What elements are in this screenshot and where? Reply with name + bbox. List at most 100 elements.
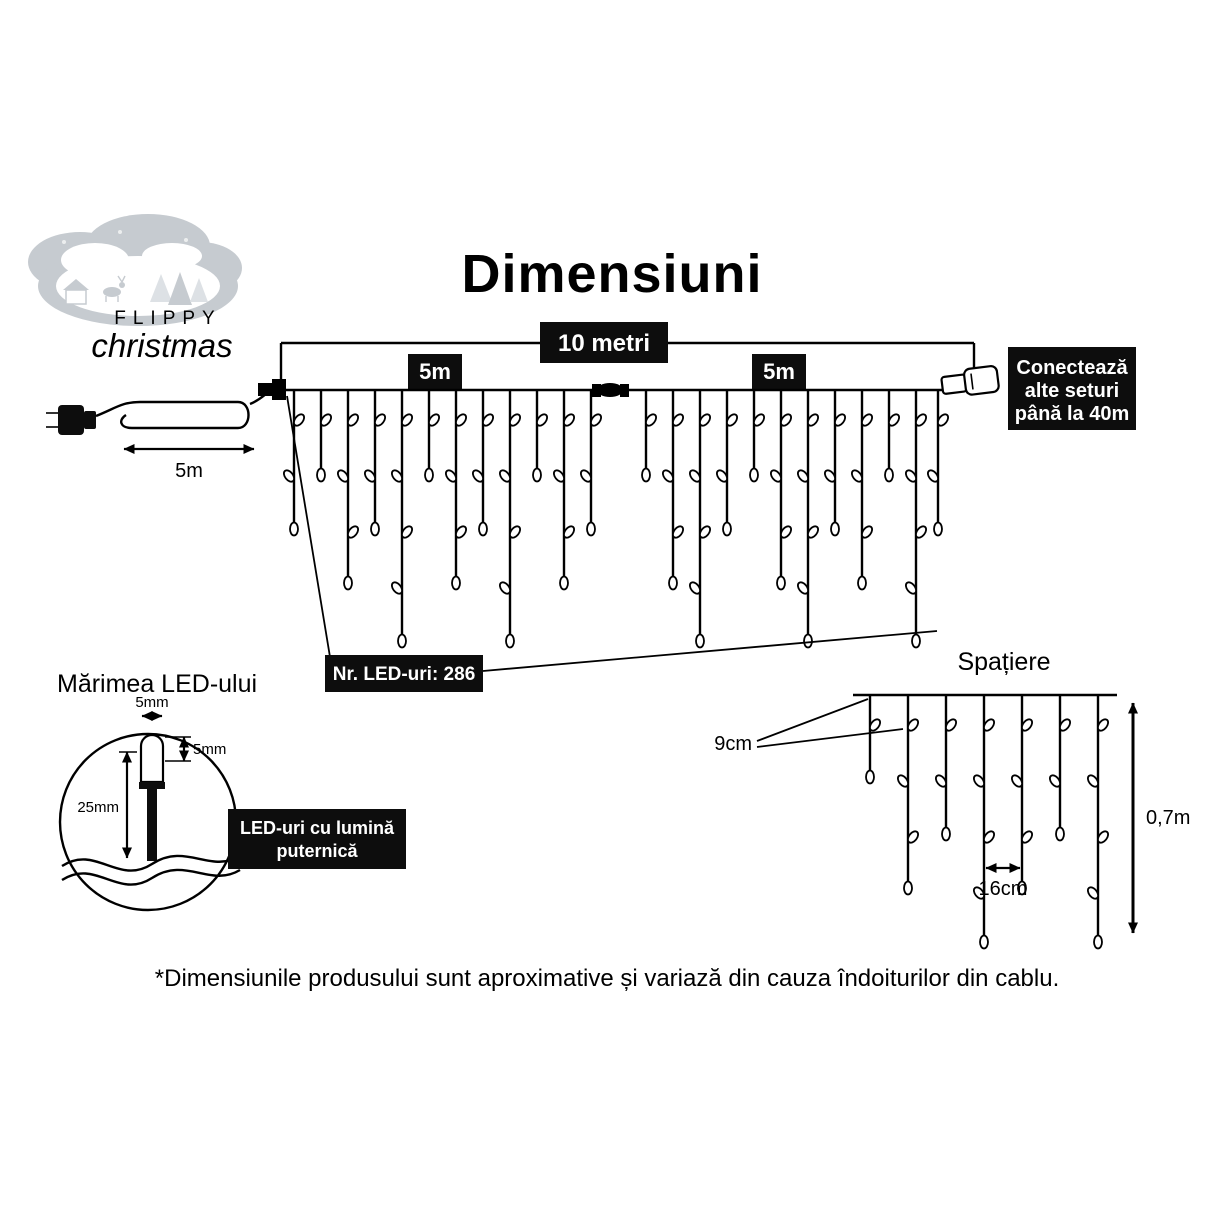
right-half-box	[752, 354, 806, 389]
length-bracket: 10 metri 5m 5m	[279, 322, 976, 389]
twisted-wire	[61, 868, 241, 886]
connect-box	[1008, 347, 1136, 430]
mid-connector-icon	[597, 383, 623, 397]
total-length-box	[540, 322, 668, 363]
led-feature-line2: puternică	[276, 841, 358, 861]
brand-logo: FLIPPY christmas	[28, 214, 242, 364]
tree-icon	[168, 272, 192, 305]
led-bulb-icon	[662, 469, 674, 483]
led-bulb-icon	[699, 525, 711, 539]
height-label: 0,7m	[1146, 807, 1190, 829]
led-bulb-icon	[641, 467, 651, 483]
led-bulb-icon	[695, 633, 705, 649]
led-bulb-icon	[472, 469, 484, 483]
led-height-label: 25mm	[77, 799, 119, 816]
led-bulb-icon	[807, 413, 819, 427]
led-bulb-icon	[830, 521, 840, 537]
led-bulb-icon	[780, 525, 792, 539]
plug-icon	[84, 411, 96, 429]
led-bulb-icon	[807, 525, 819, 539]
led-bulb-icon	[374, 413, 386, 427]
spacing-detail: Spațiere 9cm 16cm 0,7m	[714, 648, 1190, 950]
right-half-label: 5m	[763, 359, 795, 384]
led-bulb-icon	[1011, 774, 1023, 788]
tree-icon	[190, 278, 208, 302]
led-count: Nr. LED-uri: 286	[286, 395, 938, 692]
connect-box-line2: alte seturi	[1025, 380, 1119, 402]
led-bulb-icon	[884, 467, 894, 483]
led-bulb-icon	[905, 469, 917, 483]
led-bulb-icon	[905, 581, 917, 595]
led-bulb-icon	[861, 525, 873, 539]
coupler-icon	[963, 365, 1000, 396]
led-bulb-icon	[364, 469, 376, 483]
led-bulb-icon	[586, 521, 596, 537]
led-bulb-icon	[927, 469, 939, 483]
led-bulb-icon	[391, 469, 403, 483]
led-bulb-icon	[1021, 830, 1033, 844]
led-bulb-icon	[563, 413, 575, 427]
led-bulb-icon	[401, 413, 413, 427]
led-bulb-icon	[897, 774, 909, 788]
led-bulb-icon	[865, 769, 875, 785]
led-bulb-icon	[983, 830, 995, 844]
led-bulb-icon	[689, 469, 701, 483]
led-bulb-icon	[1097, 718, 1109, 732]
led-size-title: Mărimea LED-ului	[57, 670, 257, 698]
led-bulb-icon	[973, 886, 985, 900]
led-bulb-icon	[689, 581, 701, 595]
led-bulb-icon	[780, 413, 792, 427]
power-lead: 5m	[46, 390, 271, 482]
plug-icon	[58, 405, 84, 435]
led-bulb-icon	[347, 413, 359, 427]
mid-connector-icon	[592, 384, 601, 397]
led-bulb-icon	[834, 413, 846, 427]
led-bulb-icon	[451, 575, 461, 591]
led-stem	[147, 789, 157, 861]
led-base	[139, 782, 165, 789]
led-bulb-icon	[289, 521, 299, 537]
led-bulb-icon	[499, 469, 511, 483]
led-bulb-icon	[1059, 718, 1071, 732]
led-bulb-icon	[1093, 934, 1103, 950]
led-bulb-icon	[283, 469, 295, 483]
total-length-label: 10 metri	[558, 330, 650, 357]
led-bulb-icon	[347, 525, 359, 539]
led-bulb-icon	[370, 521, 380, 537]
led-bulb-icon	[869, 718, 881, 732]
led-bulb-icon	[428, 413, 440, 427]
led-bulb-icon	[903, 880, 913, 896]
led-bulb-icon	[139, 733, 165, 784]
led-bulb-icon	[293, 413, 305, 427]
led-feature-box	[228, 809, 406, 869]
led-bulb-icon	[699, 413, 711, 427]
led-bulb-icon	[851, 469, 863, 483]
led-count-label: Nr. LED-uri: 286	[333, 664, 476, 685]
led-bulb-icon	[1021, 718, 1033, 732]
led-bulb-icon	[455, 413, 467, 427]
coupler-icon	[940, 373, 968, 395]
start-connector-icon	[272, 379, 286, 400]
led-bulb-icon	[937, 413, 949, 427]
led-bulb-icon	[337, 469, 349, 483]
led-bulb-icon	[911, 633, 921, 649]
led-bulb-icon	[505, 633, 515, 649]
main-drops	[283, 390, 949, 649]
led-bulb-icon	[668, 575, 678, 591]
logo-name: FLIPPY	[114, 308, 221, 329]
tree-icon	[150, 274, 172, 302]
footnote: *Dimensiunile produsului sunt aproximati…	[155, 965, 1059, 992]
lead-cord	[249, 390, 271, 406]
led-bulb-icon	[482, 413, 494, 427]
connect-box-line1: Conectează	[1016, 357, 1128, 379]
led-bulb-icon	[1097, 830, 1109, 844]
led-bulb-icon	[770, 469, 782, 483]
led-bulb-icon	[424, 467, 434, 483]
led-count-box	[325, 655, 483, 692]
led-bulb-icon	[979, 934, 989, 950]
led-bulb-icon	[933, 521, 943, 537]
led-bulb-icon	[455, 525, 467, 539]
led-bulb-icon	[397, 633, 407, 649]
led-width-label: 5mm	[135, 694, 168, 711]
spacing-drops	[865, 695, 1109, 950]
